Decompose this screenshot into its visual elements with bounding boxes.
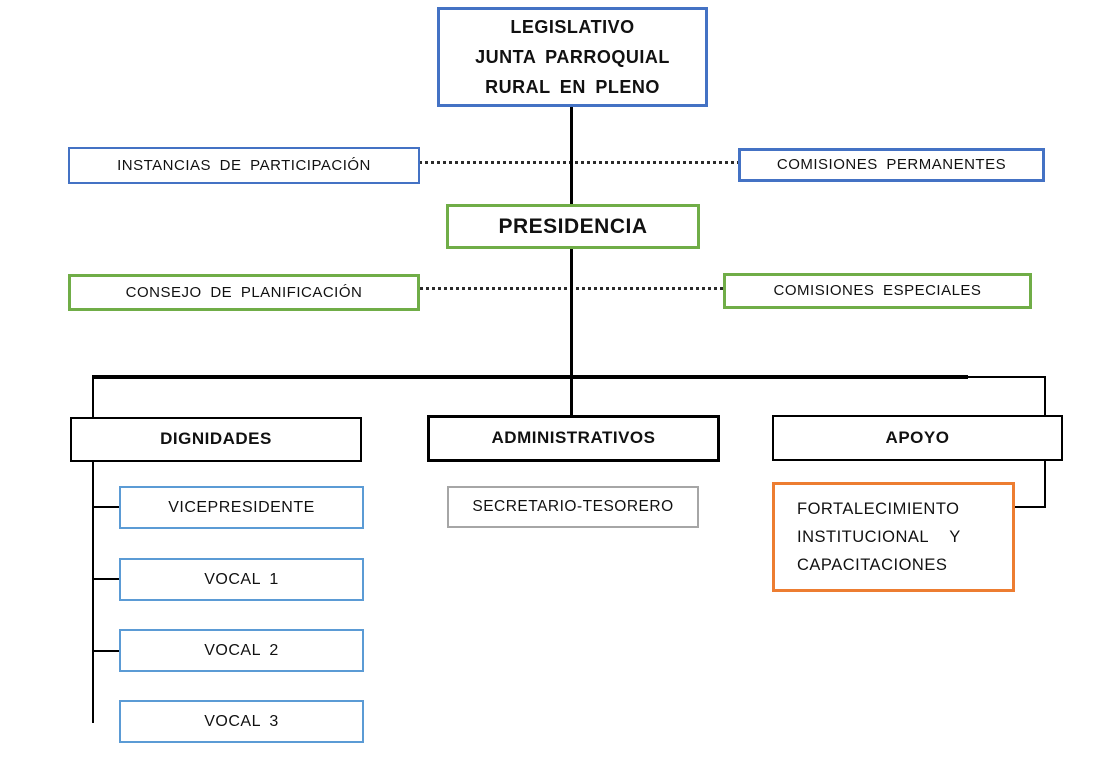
dotted-link-instancias-permanentes xyxy=(419,161,738,164)
connector-branch-horizontal xyxy=(92,375,968,379)
node-fortalecimiento-line2: INSTITUCIONAL Y xyxy=(797,528,961,546)
node-instancias-label: INSTANCIAS DE PARTICIPACIÓN xyxy=(117,156,371,174)
node-consejo-label: CONSEJO DE PLANIFICACIÓN xyxy=(125,283,363,301)
node-dignidades-label: DIGNIDADES xyxy=(160,429,272,449)
connector-presidencia-branch xyxy=(570,248,573,415)
node-fortalecimiento: FORTALECIMIENTO INSTITUCIONAL Y CAPACITA… xyxy=(772,482,1015,592)
node-vicepresidente: VICEPRESIDENTE xyxy=(119,486,364,529)
node-legislativo: LEGISLATIVO JUNTA PARROQUIAL RURAL EN PL… xyxy=(437,7,708,107)
node-administrativos-label: ADMINISTRATIVOS xyxy=(491,428,656,448)
node-vicepresidente-label: VICEPRESIDENTE xyxy=(168,498,315,516)
node-comisiones-permanentes: COMISIONES PERMANENTES xyxy=(738,148,1045,182)
node-vocal3-label: VOCAL 3 xyxy=(204,712,279,730)
node-dignidades: DIGNIDADES xyxy=(70,417,362,462)
node-presidencia-label: PRESIDENCIA xyxy=(498,214,648,238)
connector-branch-apoyo xyxy=(1044,377,1046,415)
node-vocal2-label: VOCAL 2 xyxy=(204,641,279,659)
node-presidencia: PRESIDENCIA xyxy=(446,204,700,249)
node-legislativo-line2: JUNTA PARROQUIAL xyxy=(475,47,670,67)
connector-apoyo-fortalecimiento-vertical xyxy=(1044,460,1046,508)
connector-dignidades-spine xyxy=(92,461,94,723)
node-vocal-1: VOCAL 1 xyxy=(119,558,364,601)
node-secretario-label: SECRETARIO-TESORERO xyxy=(472,497,674,515)
connector-branch-dignidades xyxy=(92,378,94,418)
connector-branch-extension xyxy=(966,376,1046,378)
node-consejo-planificacion: CONSEJO DE PLANIFICACIÓN xyxy=(68,274,420,311)
connector-apoyo-fortalecimiento-stub xyxy=(1015,506,1046,508)
node-vocal1-label: VOCAL 1 xyxy=(204,570,279,588)
node-administrativos: ADMINISTRATIVOS xyxy=(427,415,720,462)
node-apoyo-label: APOYO xyxy=(885,427,950,447)
node-secretario-tesorero: SECRETARIO-TESORERO xyxy=(447,486,699,528)
connector-stub-vocal1 xyxy=(94,578,119,580)
node-permanentes-label: COMISIONES PERMANENTES xyxy=(776,156,1007,173)
node-instancias-participacion: INSTANCIAS DE PARTICIPACIÓN xyxy=(68,147,420,184)
node-comisiones-especiales: COMISIONES ESPECIALES xyxy=(723,273,1032,309)
node-legislativo-line3: RURAL EN PLENO xyxy=(485,77,660,97)
node-legislativo-line1: LEGISLATIVO xyxy=(510,17,635,37)
node-vocal-2: VOCAL 2 xyxy=(119,629,364,672)
node-especiales-label: COMISIONES ESPECIALES xyxy=(773,282,982,299)
connector-legislativo-presidencia xyxy=(570,106,573,204)
node-fortalecimiento-line1: FORTALECIMIENTO xyxy=(797,500,960,518)
connector-stub-vicepresidente xyxy=(94,506,119,508)
node-apoyo: APOYO xyxy=(772,415,1063,461)
node-fortalecimiento-line3: CAPACITACIONES xyxy=(797,556,948,574)
connector-stub-vocal2 xyxy=(94,650,119,652)
node-vocal-3: VOCAL 3 xyxy=(119,700,364,743)
